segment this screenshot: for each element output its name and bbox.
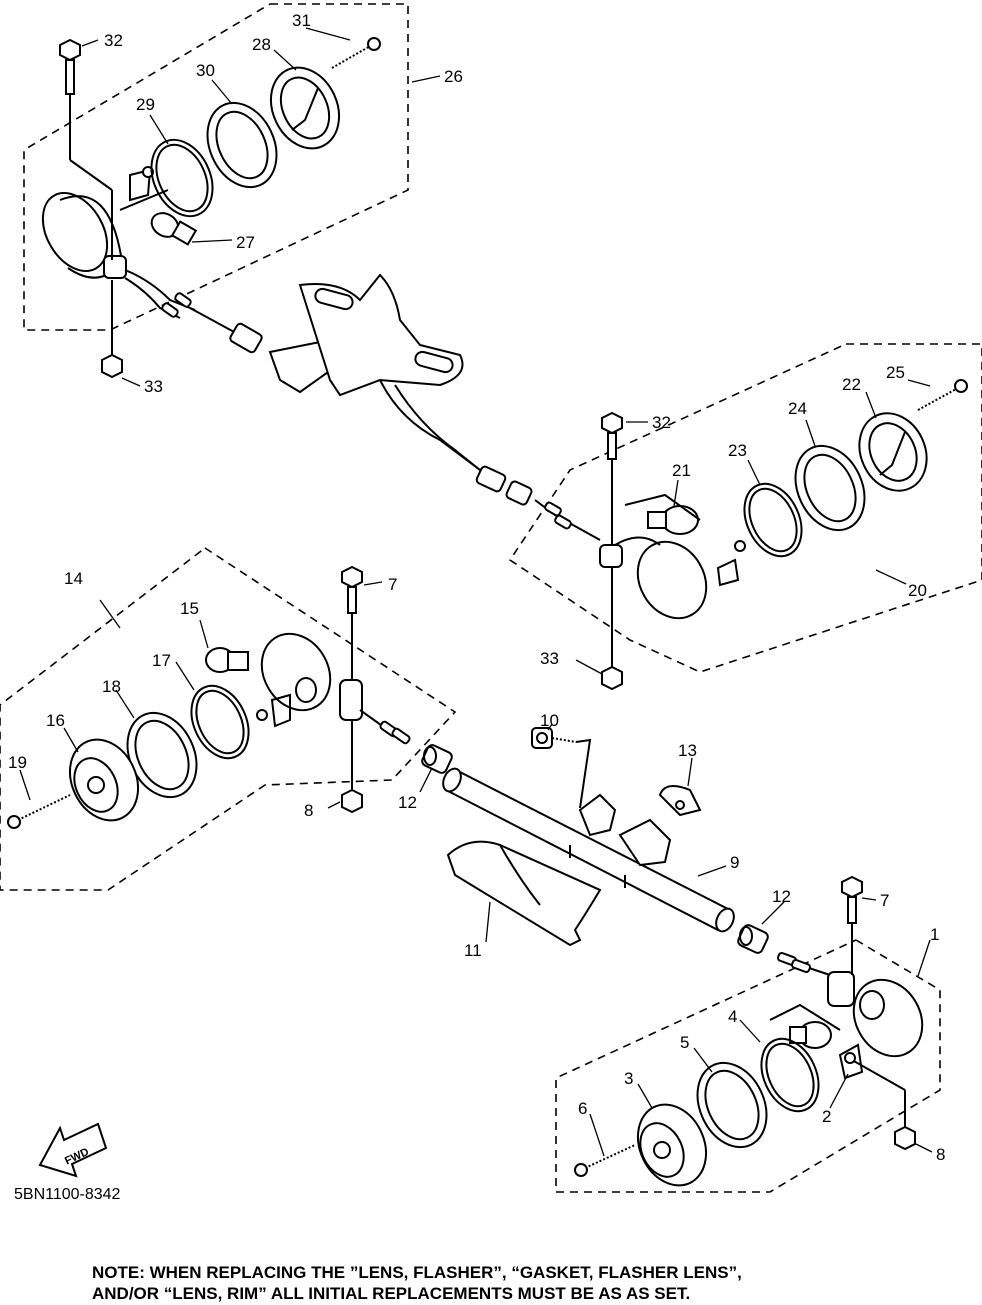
callout-15: 15 — [180, 599, 199, 618]
callout-10: 10 — [540, 711, 559, 730]
callout-21: 21 — [672, 461, 691, 480]
callout-8: 8 — [936, 1145, 945, 1164]
callout-33: 33 — [540, 649, 559, 668]
leader-lines — [19, 27, 933, 1157]
callout-23: 23 — [728, 441, 747, 460]
callout-6: 6 — [578, 1099, 587, 1118]
callout-12: 12 — [398, 793, 417, 812]
callout-7: 7 — [880, 891, 889, 910]
callout-11: 11 — [464, 941, 482, 960]
callout-25: 25 — [886, 363, 905, 382]
callout-4: 4 — [728, 1007, 737, 1026]
callout-5: 5 — [680, 1033, 689, 1052]
callout-29: 29 — [136, 95, 155, 114]
callout-19: 19 — [8, 753, 27, 772]
callout-28: 28 — [252, 35, 271, 54]
callout-30: 30 — [196, 61, 215, 80]
assembly-1-front-right-flasher — [555, 875, 941, 1193]
front-flasher-stay-assembly — [421, 727, 769, 954]
callout-32: 32 — [652, 413, 671, 432]
callout-8: 8 — [304, 801, 313, 820]
callout-26: 26 — [444, 67, 463, 86]
callout-27: 27 — [236, 233, 255, 252]
note-line: NOTE: WHEN REPLACING THE ”LENS, FLASHER”… — [92, 1263, 742, 1282]
callout-17: 17 — [152, 651, 171, 670]
rear-flasher-stay — [189, 273, 533, 506]
callout-9: 9 — [730, 853, 739, 872]
callout-24: 24 — [788, 399, 807, 418]
assembly-26-rear-left-flasher — [23, 3, 409, 379]
note-line: AND/OR “LENS, RIM” ALL INITIAL REPLACEME… — [92, 1284, 691, 1303]
callout-14: 14 — [64, 569, 83, 588]
assembly-20-rear-right-flasher — [508, 343, 982, 691]
diagram-part-code: 5BN1100-8342 — [14, 1186, 121, 1203]
callout-labels: 32 31 28 30 29 26 27 33 32 21 23 24 22 2… — [8, 11, 945, 1164]
callout-32: 32 — [104, 31, 123, 50]
callout-12: 12 — [772, 887, 791, 906]
callout-2: 2 — [822, 1107, 831, 1126]
callout-33: 33 — [144, 377, 163, 396]
replacement-note: NOTE: WHEN REPLACING THE ”LENS, FLASHER”… — [92, 1262, 952, 1304]
callout-7: 7 — [388, 575, 397, 594]
callout-16: 16 — [46, 711, 65, 730]
callout-22: 22 — [842, 375, 861, 394]
callout-1: 1 — [930, 925, 939, 944]
callout-3: 3 — [624, 1069, 633, 1088]
callout-18: 18 — [102, 677, 121, 696]
forward-direction-arrow: FWD — [38, 1122, 108, 1178]
callout-31: 31 — [292, 11, 311, 30]
callout-20: 20 — [908, 581, 927, 600]
assembly-14-front-left-flasher — [0, 547, 457, 891]
callout-13: 13 — [678, 741, 697, 760]
